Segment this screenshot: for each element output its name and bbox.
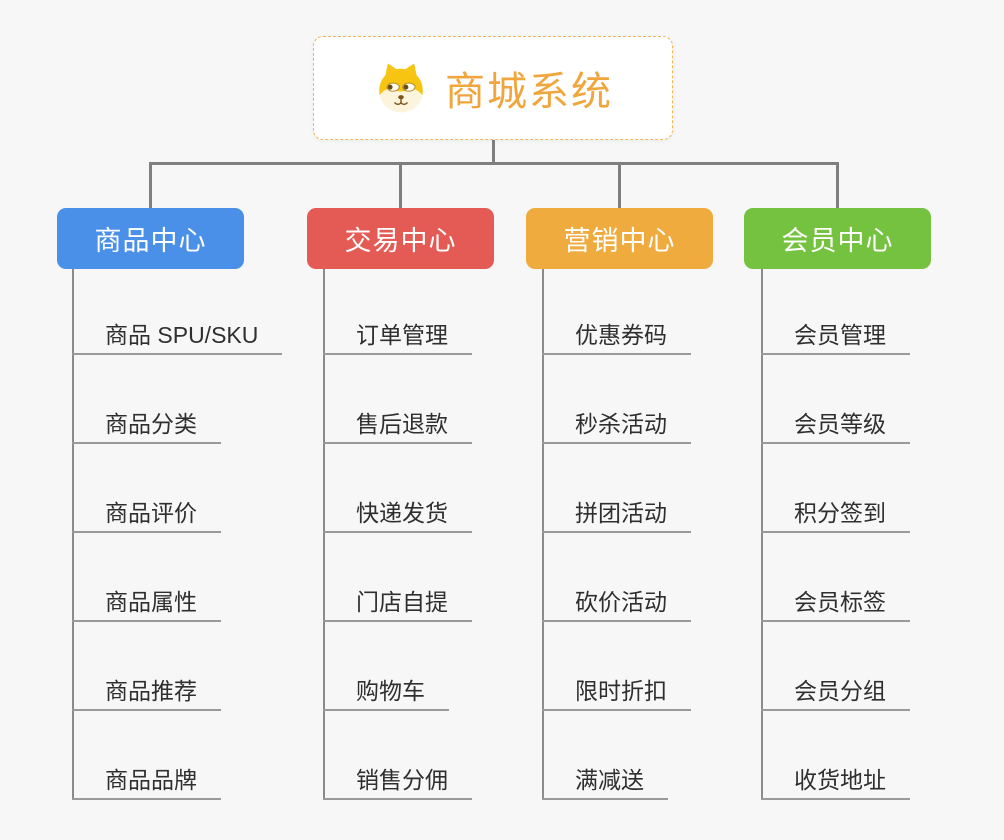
- branch-line: [72, 269, 74, 800]
- leaf-node[interactable]: 商品评价: [72, 498, 221, 533]
- leaf-node[interactable]: 商品属性: [72, 587, 221, 622]
- leaf-node[interactable]: 快递发货: [323, 498, 472, 533]
- leaf-node[interactable]: 会员分组: [761, 676, 910, 711]
- leaf-node[interactable]: 门店自提: [323, 587, 472, 622]
- branch-connector-drop: [618, 162, 621, 208]
- branch-node-marketing-center[interactable]: 营销中心: [526, 208, 713, 269]
- root-node[interactable]: 商城系统: [313, 36, 673, 140]
- leaf-node[interactable]: 商品推荐: [72, 676, 221, 711]
- leaf-node[interactable]: 会员管理: [761, 320, 910, 355]
- leaf-node[interactable]: 拼团活动: [542, 498, 691, 533]
- branch-connector-drop: [836, 162, 839, 208]
- leaf-node[interactable]: 满减送: [542, 765, 668, 800]
- leaf-node[interactable]: 售后退款: [323, 409, 472, 444]
- leaf-node[interactable]: 秒杀活动: [542, 409, 691, 444]
- leaf-node[interactable]: 砍价活动: [542, 587, 691, 622]
- leaf-node[interactable]: 会员标签: [761, 587, 910, 622]
- branch-line: [542, 269, 544, 800]
- branch-node-member-center[interactable]: 会员中心: [744, 208, 931, 269]
- leaf-node[interactable]: 商品分类: [72, 409, 221, 444]
- leaf-node[interactable]: 商品品牌: [72, 765, 221, 800]
- leaf-node[interactable]: 优惠券码: [542, 320, 691, 355]
- branch-node-trade-center[interactable]: 交易中心: [307, 208, 494, 269]
- root-connector-trunk: [492, 140, 495, 163]
- branch-connector-bar: [149, 162, 839, 165]
- leaf-node[interactable]: 订单管理: [323, 320, 472, 355]
- branch-connector-drop: [149, 162, 152, 208]
- leaf-node[interactable]: 商品 SPU/SKU: [72, 320, 283, 355]
- leaf-node[interactable]: 限时折扣: [542, 676, 691, 711]
- leaf-node[interactable]: 购物车: [323, 676, 449, 711]
- leaf-node[interactable]: 会员等级: [761, 409, 910, 444]
- root-title: 商城系统: [445, 70, 613, 114]
- branch-line: [761, 269, 763, 800]
- branch-connector-drop: [399, 162, 402, 208]
- leaf-node[interactable]: 积分签到: [761, 498, 910, 533]
- branch-node-product-center[interactable]: 商品中心: [57, 208, 244, 269]
- leaf-node[interactable]: 收货地址: [761, 765, 910, 800]
- branch-line: [323, 269, 325, 800]
- dog-face-icon: [379, 63, 423, 113]
- leaf-node[interactable]: 销售分佣: [323, 765, 472, 800]
